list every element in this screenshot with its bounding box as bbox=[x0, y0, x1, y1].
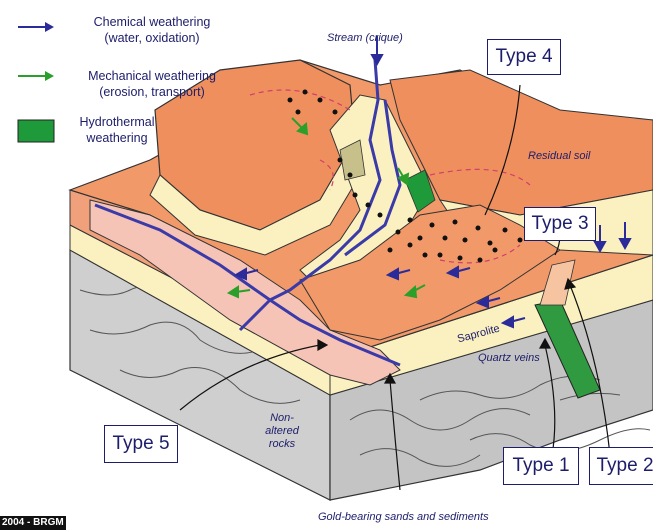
type1-box: Type 1 bbox=[503, 447, 579, 485]
legend-hydrothermal-title: Hydrothermal bbox=[62, 114, 172, 130]
label-non-altered-rocks: Non- altered rocks bbox=[262, 412, 302, 451]
copyright-stamp: 2004 - BRGM bbox=[0, 516, 66, 530]
legend-mechanical: Mechanical weathering (erosion, transpor… bbox=[62, 68, 242, 100]
legend-chemical: Chemical weathering (water, oxidation) bbox=[62, 14, 242, 46]
label-non-altered-line2: altered bbox=[262, 425, 302, 438]
label-quartz-veins: Quartz veins bbox=[478, 352, 540, 365]
label-residual-soil: Residual soil bbox=[528, 150, 590, 163]
label-non-altered-line3: rocks bbox=[262, 438, 302, 451]
legend-mechanical-title: Mechanical weathering bbox=[62, 68, 242, 84]
label-stream: Stream (crique) bbox=[327, 32, 403, 45]
legend-chemical-detail: (water, oxidation) bbox=[62, 30, 242, 46]
legend-hydrothermal: Hydrothermal weathering bbox=[62, 114, 172, 146]
type5-box: Type 5 bbox=[104, 425, 178, 463]
type2-box: Type 2 bbox=[589, 447, 653, 485]
label-non-altered-line1: Non- bbox=[262, 412, 302, 425]
type4-box: Type 4 bbox=[487, 39, 561, 75]
legend-chemical-title: Chemical weathering bbox=[62, 14, 242, 30]
legend-icons bbox=[18, 22, 54, 142]
legend-mechanical-detail: (erosion, transport) bbox=[62, 84, 242, 100]
type3-box: Type 3 bbox=[524, 207, 596, 241]
legend-hydrothermal-detail: weathering bbox=[62, 130, 172, 146]
label-gold-sands: Gold-bearing sands and sediments bbox=[318, 511, 489, 524]
